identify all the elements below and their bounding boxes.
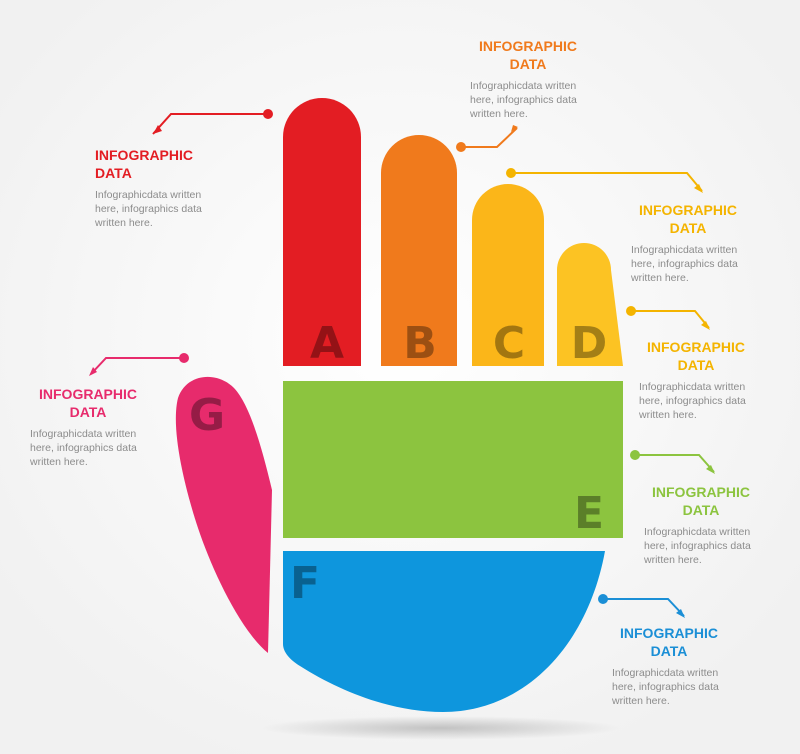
callout-desc-line2: here, infographics data (95, 203, 202, 215)
callout-desc-line2: here, infographics data (470, 94, 577, 106)
letter-c: C (493, 318, 525, 369)
arrowhead-icon (676, 609, 685, 618)
callout-title-line1: INFOGRAPHIC (95, 147, 193, 163)
callout-title-line1: INFOGRAPHIC (479, 38, 577, 54)
connector-left (89, 353, 189, 376)
connector-top-center (456, 125, 518, 152)
connector-right-4 (598, 594, 685, 618)
callout-desc-line2: here, infographics data (639, 395, 746, 407)
callout-title-line2: DATA (677, 357, 715, 373)
arrowhead-icon (89, 367, 97, 376)
letter-g: G (189, 390, 225, 441)
callout-desc-line1: Infographicdata written (644, 526, 751, 538)
arrowhead-icon (694, 184, 703, 193)
callout-desc-line2: here, infographics data (612, 681, 719, 693)
callout-desc-line1: Infographicdata written (631, 244, 738, 256)
connector-line (511, 172, 703, 192)
callout-title: INFOGRAPHIC DATA (612, 624, 726, 660)
callout-title-line2: DATA (682, 502, 720, 518)
palm-e (283, 381, 623, 538)
callout-right-1: INFOGRAPHIC DATA Infographicdata written… (631, 201, 745, 285)
callout-title-line2: DATA (650, 643, 688, 659)
finger-a (283, 98, 361, 366)
callout-title-line2: DATA (95, 165, 132, 181)
callout-title: INFOGRAPHIC DATA (644, 483, 758, 519)
base-f (283, 551, 605, 712)
callout-desc-line2: here, infographics data (631, 258, 738, 270)
callout-description: Infographicdata written here, infographi… (612, 666, 726, 708)
callout-desc-line2: here, infographics data (30, 442, 137, 454)
callout-title: INFOGRAPHIC DATA (631, 201, 745, 237)
callout-description: Infographicdata written here, infographi… (644, 525, 758, 567)
callout-desc-line2: here, infographics data (644, 540, 751, 552)
callout-title-line1: INFOGRAPHIC (39, 386, 137, 402)
connector-right-3 (630, 450, 715, 474)
callout-desc-line1: Infographicdata written (30, 428, 137, 440)
connector-line (90, 357, 184, 375)
callout-left: INFOGRAPHIC DATA Infographicdata written… (30, 385, 146, 469)
connector-line (635, 454, 715, 473)
connector-line (603, 598, 685, 617)
callout-desc-line3: written here. (95, 217, 153, 229)
callout-desc-line3: written here. (644, 554, 702, 566)
callout-description: Infographicdata written here, infographi… (470, 79, 586, 121)
callout-top-center: INFOGRAPHIC DATA Infographicdata written… (470, 37, 586, 121)
callout-title: INFOGRAPHIC DATA (470, 37, 586, 73)
callout-top-left: INFOGRAPHIC DATA Infographicdata written… (95, 146, 223, 230)
callout-description: Infographicdata written here, infographi… (95, 188, 223, 230)
callout-desc-line1: Infographicdata written (95, 189, 202, 201)
callout-title-line1: INFOGRAPHIC (639, 202, 737, 218)
callout-title: INFOGRAPHIC DATA (95, 146, 223, 182)
connector-right-1 (506, 168, 703, 193)
arrowhead-icon (153, 125, 162, 134)
callout-right-3: INFOGRAPHIC DATA Infographicdata written… (644, 483, 758, 567)
callout-title: INFOGRAPHIC DATA (639, 338, 753, 374)
thumb-g (175, 376, 272, 653)
letter-f: F (290, 558, 320, 609)
callout-desc-line1: Infographicdata written (612, 667, 719, 679)
callout-description: Infographicdata written here, infographi… (631, 243, 745, 285)
finger-c (472, 184, 544, 366)
arrowhead-icon (701, 321, 710, 330)
callout-desc-line3: written here. (612, 695, 670, 707)
callout-desc-line1: Infographicdata written (639, 381, 746, 393)
arrowhead-icon (706, 465, 715, 474)
callout-description: Infographicdata written here, infographi… (639, 380, 753, 422)
callout-description: Infographicdata written here, infographi… (30, 427, 146, 469)
callout-title-line1: INFOGRAPHIC (652, 484, 750, 500)
callout-desc-line1: Infographicdata written (470, 80, 577, 92)
callout-title-line2: DATA (669, 220, 707, 236)
finger-b (381, 135, 457, 366)
letter-d: D (571, 318, 608, 369)
hand-shadow (260, 716, 620, 740)
callout-title-line1: INFOGRAPHIC (620, 625, 718, 641)
callout-title: INFOGRAPHIC DATA (30, 385, 146, 421)
letter-b: B (403, 318, 437, 369)
connector-right-2 (626, 306, 710, 330)
callout-right-4: INFOGRAPHIC DATA Infographicdata written… (612, 624, 726, 708)
callout-desc-line3: written here. (30, 456, 88, 468)
callout-desc-line3: written here. (639, 409, 697, 421)
letter-a: A (310, 318, 344, 369)
letter-e: E (574, 488, 604, 539)
callout-desc-line3: written here. (470, 108, 528, 120)
callout-title-line2: DATA (509, 56, 547, 72)
callout-right-2: INFOGRAPHIC DATA Infographicdata written… (639, 338, 753, 422)
callout-desc-line3: written here. (631, 272, 689, 284)
connector-top-left (152, 109, 273, 135)
connector-line (631, 310, 710, 329)
callout-title-line1: INFOGRAPHIC (647, 339, 745, 355)
callout-title-line2: DATA (69, 404, 107, 420)
finger-d (557, 243, 623, 366)
arrowhead-icon (511, 125, 518, 132)
connector-line (461, 127, 518, 148)
